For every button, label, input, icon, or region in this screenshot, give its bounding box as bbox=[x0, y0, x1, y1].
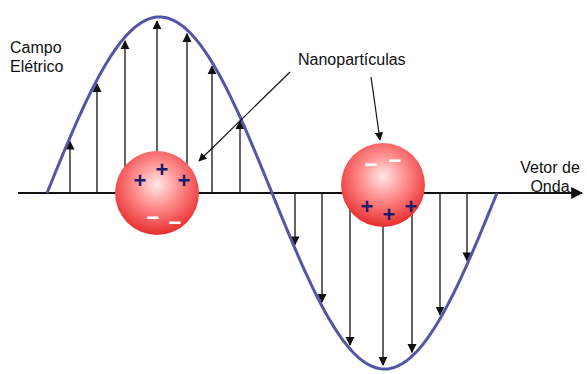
field-arrow bbox=[466, 193, 467, 261]
leader-line bbox=[199, 72, 290, 161]
charge-sign: − bbox=[169, 212, 182, 234]
charge-sign: + bbox=[383, 204, 396, 226]
field-label: Campo Elétrico bbox=[10, 38, 90, 76]
charge-sign: − bbox=[389, 150, 402, 172]
charge-sign: + bbox=[178, 170, 191, 192]
leader-line bbox=[371, 77, 380, 140]
nanoparticle: −− + + + bbox=[341, 143, 425, 227]
charge-sign: + bbox=[405, 196, 418, 218]
field-arrow bbox=[69, 141, 70, 193]
callout-label: Nanopartículas bbox=[298, 50, 438, 69]
charge-sign: − bbox=[147, 207, 160, 229]
field-arrow bbox=[294, 193, 295, 245]
charge-sign: + bbox=[156, 159, 169, 181]
field-arrow bbox=[349, 193, 350, 345]
field-arrow bbox=[321, 193, 322, 302]
field-arrow bbox=[439, 193, 440, 315]
axis-label: Vetor de Onda bbox=[518, 158, 582, 196]
charge-sign: + bbox=[361, 196, 374, 218]
sine-wave bbox=[47, 17, 497, 369]
field-arrow bbox=[239, 121, 240, 193]
charge-sign: − bbox=[365, 154, 378, 176]
field-arrow bbox=[96, 84, 97, 193]
field-vectors bbox=[70, 21, 467, 365]
charge-sign: + bbox=[134, 170, 147, 192]
field-arrow bbox=[211, 66, 212, 193]
nanoparticle: +++−− bbox=[115, 151, 199, 235]
